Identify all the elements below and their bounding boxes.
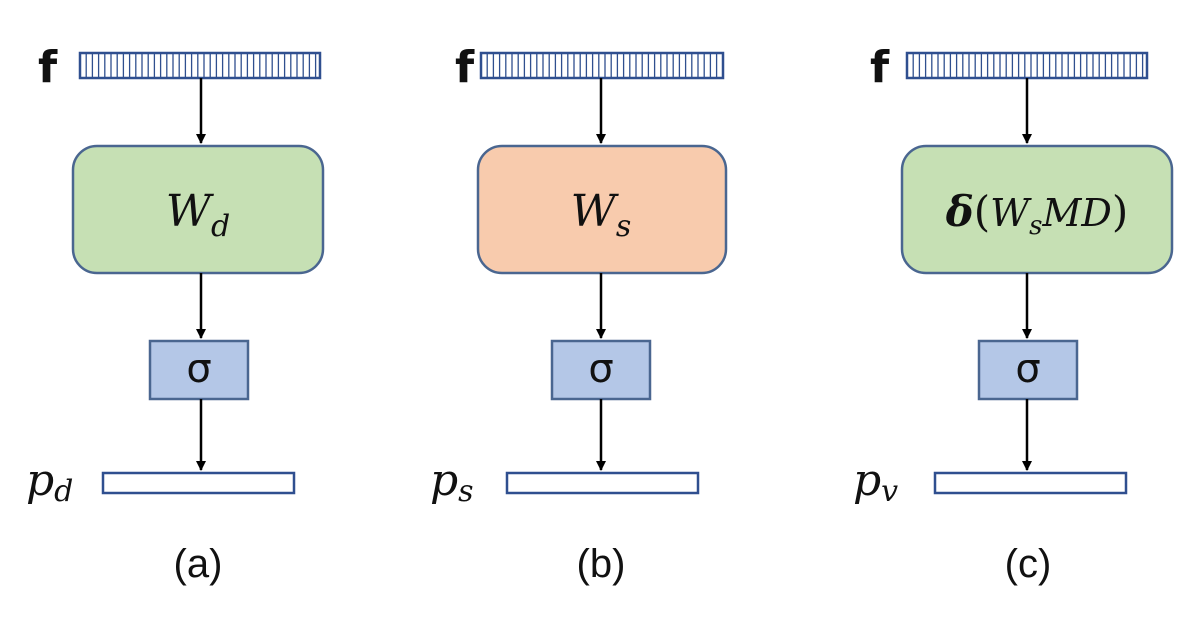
input-label-f: f: [455, 42, 475, 93]
input-label-f: f: [38, 42, 58, 93]
sigma-label: σ: [588, 346, 613, 392]
panel-a: f Wd σ pd (a): [26, 42, 325, 586]
weight-label: δ(WsMD): [945, 187, 1129, 241]
sigma-label: σ: [1015, 346, 1040, 392]
feature-vector-bar: [479, 51, 725, 80]
caption: (c): [1005, 542, 1052, 586]
output-label: pd: [26, 455, 73, 509]
output-label: ps: [430, 455, 474, 509]
feature-vector-bar: [78, 51, 322, 80]
output-label: pv: [853, 455, 898, 509]
panel-b: f Ws σ ps (b): [430, 42, 728, 586]
output-vector-bar: [101, 471, 296, 495]
weight-box: [71, 144, 325, 275]
weight-label: Wd: [166, 186, 230, 244]
sigma-label: σ: [186, 346, 211, 392]
feature-vector-bar: [905, 51, 1149, 80]
output-vector-bar: [505, 471, 700, 495]
feature-bar-outline: [905, 51, 1149, 80]
caption: (a): [174, 542, 223, 586]
weight-box: [900, 144, 1174, 275]
caption: (b): [577, 542, 626, 586]
feature-bar-outline: [479, 51, 725, 80]
input-label-f: f: [870, 42, 890, 93]
weight-label: Ws: [571, 186, 632, 244]
panel-c: f δ(WsMD) σ pv (c): [853, 42, 1174, 586]
output-vector-bar: [933, 471, 1128, 495]
sigma-box: [148, 339, 250, 401]
sigma-box: [550, 339, 652, 401]
